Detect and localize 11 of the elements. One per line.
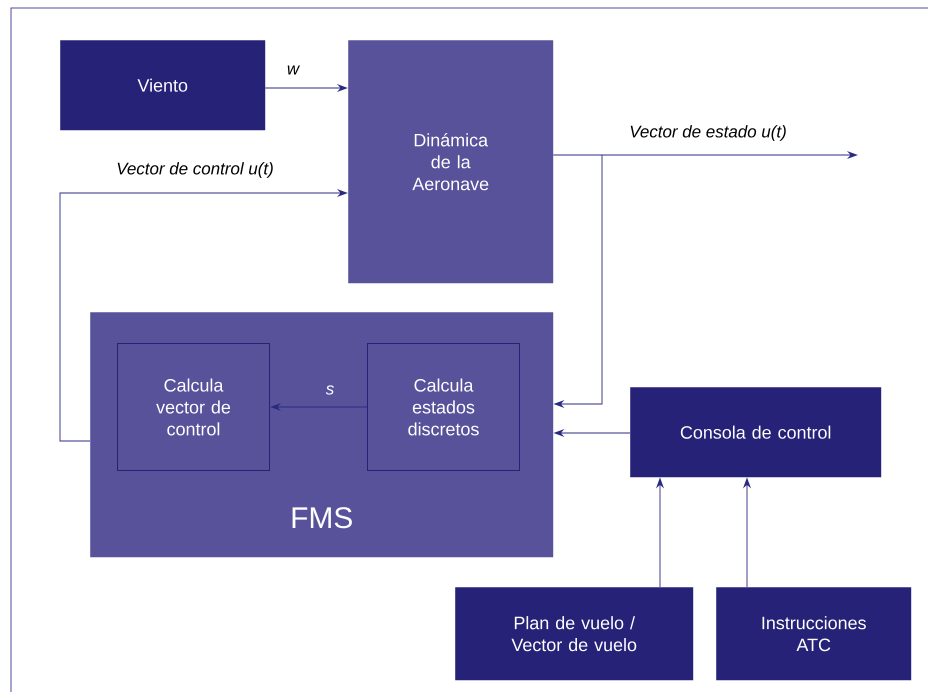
process-box: Calcula estados discretos bbox=[367, 343, 520, 471]
edge-label: Vector de control u(t) bbox=[115, 161, 275, 179]
process-box: Dinámica de la Aeronave bbox=[348, 40, 554, 284]
input-box: Instrucciones ATC bbox=[716, 587, 912, 680]
process-box: Consola de control bbox=[630, 387, 882, 478]
arrow bbox=[552, 154, 602, 408]
edge-label: Vector de estado u(t) bbox=[628, 124, 788, 142]
edge-label: w bbox=[286, 64, 300, 76]
input-box: Plan de vuelo / Vector de vuelo bbox=[455, 587, 694, 680]
process-box: Viento bbox=[60, 40, 266, 130]
process-box: Calcula vector de control bbox=[117, 343, 270, 471]
